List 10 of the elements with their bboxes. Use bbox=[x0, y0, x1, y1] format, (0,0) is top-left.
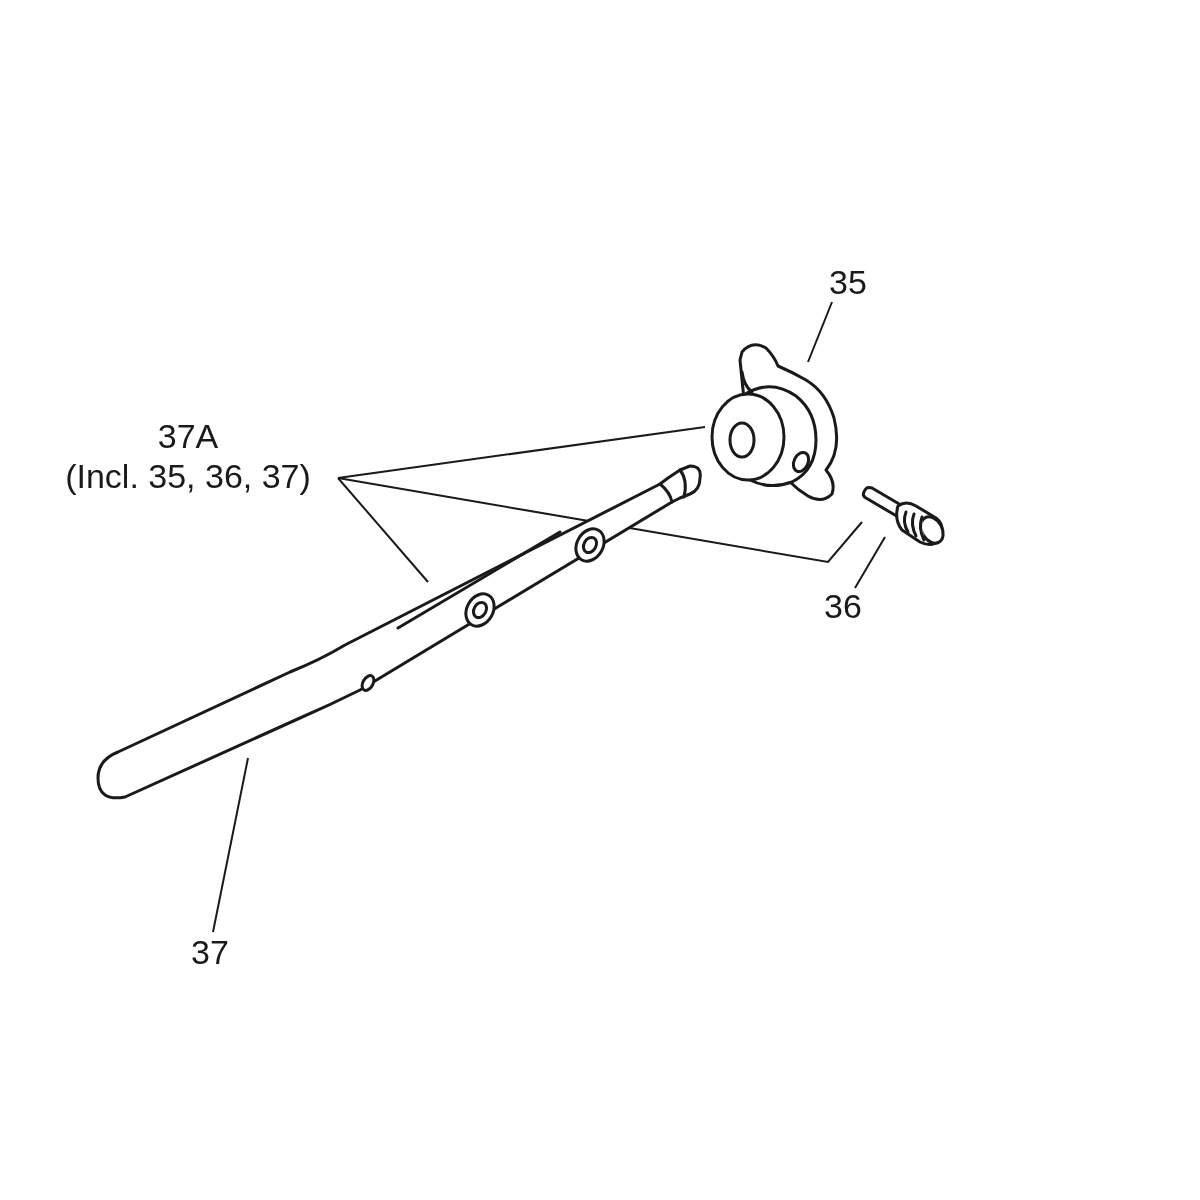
leader-line bbox=[807, 301, 833, 363]
callout-number: 35 bbox=[828, 262, 868, 302]
leader-line bbox=[212, 757, 249, 933]
leader-line bbox=[337, 477, 429, 583]
callout-number: 37A bbox=[156, 416, 220, 456]
callout-number: 37 bbox=[190, 932, 230, 972]
part-note: (Incl. 35, 36, 37) bbox=[64, 456, 312, 496]
leader-line bbox=[337, 477, 863, 564]
callout-number: 36 bbox=[823, 586, 863, 626]
leader-line bbox=[854, 536, 886, 589]
